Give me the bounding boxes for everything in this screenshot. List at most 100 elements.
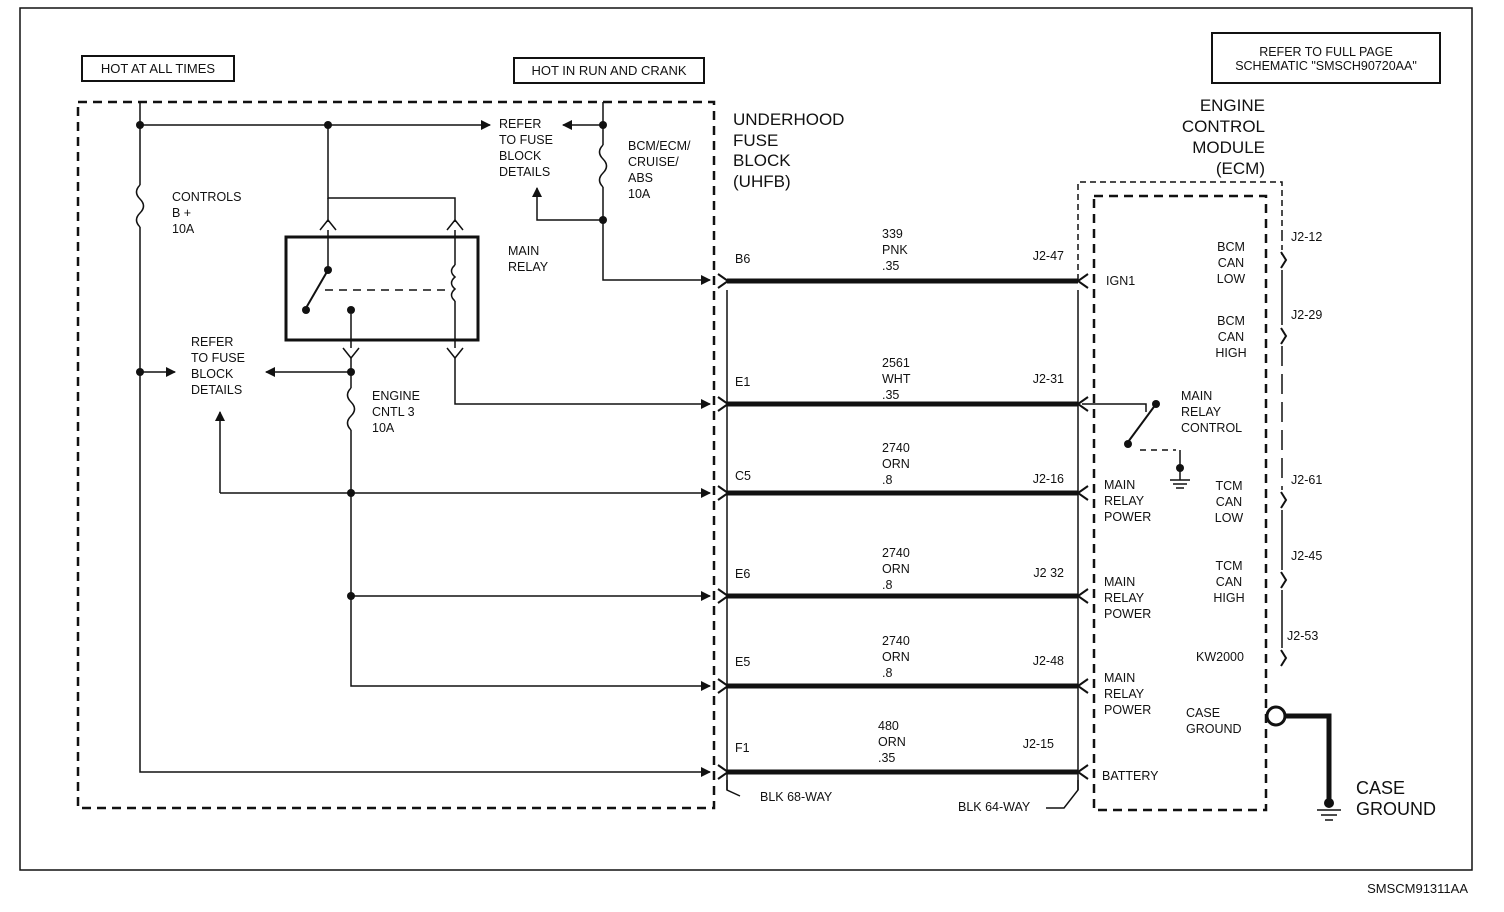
case-ground-label-2: GROUND: [1356, 799, 1436, 819]
outer-frame: [19, 7, 1473, 871]
refer-top-label-3: BLOCK: [499, 149, 542, 163]
relay-control-wire-2: [1096, 403, 1147, 412]
fuse-engine-symbol: [346, 387, 356, 431]
harness-wire-c5: C5 2740 ORN .8 J2-16: [717, 441, 1089, 501]
ecm-pin-ign1: IGN1: [1106, 274, 1135, 288]
wire-f1-gauge: .35: [878, 751, 895, 765]
ecm-tcm-can-high-1: TCM: [1215, 559, 1242, 573]
ecm-connector-outline: [1077, 181, 1283, 280]
hot-in-run-label: HOT IN RUN AND CRANK: [531, 63, 686, 78]
uhfb-boundary: [76, 100, 716, 810]
relay-contact-dot: [302, 306, 310, 314]
ecm-label-2: CONTROL: [1182, 117, 1265, 136]
fuse-bcm-label-2: CRUISE/: [628, 155, 679, 169]
wire-f1-left-pin: F1: [735, 741, 750, 755]
bus-controls-lower: [139, 227, 711, 777]
wire-e5-left-pin: E5: [735, 655, 750, 669]
ecm-pin-e6-1: MAIN: [1104, 575, 1135, 589]
splice-dot: [136, 121, 144, 129]
relay-output-terminals: [342, 347, 464, 360]
refer-top-label-2: TO FUSE: [499, 133, 553, 147]
relay-contact-dot: [347, 306, 355, 314]
pin-j2-29: J2-29: [1291, 308, 1322, 322]
ecm-tcm-can-low-3: LOW: [1215, 511, 1244, 525]
main-relay-label-1: MAIN: [508, 244, 539, 258]
relay-control-switch: [1127, 403, 1157, 443]
fuse-bcm-label-4: 10A: [628, 187, 651, 201]
fuse-controls-label-3: 10A: [172, 222, 195, 236]
wire-e5-gauge: .8: [882, 666, 892, 680]
refer-bcm-arrow: [532, 187, 603, 221]
relay-input-terminals: [319, 218, 464, 231]
ground-icon: [1317, 809, 1341, 821]
pin-j2-45: J2-45: [1291, 549, 1322, 563]
wire-b6-feed: [602, 187, 711, 285]
pin-j2-61: J2-61: [1291, 473, 1322, 487]
refer-top-label-4: DETAILS: [499, 165, 550, 179]
uhfb-label-3: BLOCK: [733, 151, 791, 170]
wire-f1-color: ORN: [878, 735, 906, 749]
wire-e5-right-pin: J2-48: [1033, 654, 1064, 668]
relay-feed-wire: [327, 125, 456, 222]
case-ground-label-1: CASE: [1356, 778, 1405, 798]
wire-b6-left-pin: B6: [735, 252, 750, 266]
wire-b6-gauge: .35: [882, 259, 899, 273]
connector-64-bracket: [1046, 780, 1079, 809]
ecm-label-3: MODULE: [1192, 138, 1265, 157]
ecm-pin-c5-1: MAIN: [1104, 478, 1135, 492]
hot-in-run-box: [513, 57, 705, 84]
refer-left-label-1: REFER: [191, 335, 233, 349]
ecm-bcm-can-low-2: CAN: [1218, 256, 1244, 270]
figure-id: SMSCM91311AA: [1367, 881, 1468, 896]
wire-c5-circuit: 2740: [882, 441, 910, 455]
pin-j2-12: J2-12: [1291, 230, 1322, 244]
wire-e6-color: ORN: [882, 562, 910, 576]
refer-left-label-4: DETAILS: [191, 383, 242, 397]
uhfb-label-1: UNDERHOOD: [733, 110, 844, 129]
pin-chevron: [1280, 649, 1288, 667]
ecm-ground-icon: [1170, 450, 1190, 489]
connector-68-bracket: [726, 780, 741, 797]
uhfb-label-2: FUSE: [733, 131, 778, 150]
relay-coil: [450, 264, 457, 302]
wire-e5-circuit: 2740: [882, 634, 910, 648]
fuse-engine-label-2: CNTL 3: [372, 405, 415, 419]
ecm-kw2000: KW2000: [1196, 650, 1244, 664]
refer-full-page-box: [1211, 32, 1441, 84]
case-ground-terminal: [1265, 705, 1287, 727]
ecm-bcm-can-low-3: LOW: [1217, 272, 1246, 286]
refer-top-label-1: REFER: [499, 117, 541, 131]
fuse-controls-label-1: CONTROLS: [172, 190, 241, 204]
ecm-pin-e5-1: MAIN: [1104, 671, 1135, 685]
main-relay-box: [284, 235, 480, 342]
ecm-pin-e6-2: RELAY: [1104, 591, 1145, 605]
hot-at-all-times-box: [81, 55, 235, 82]
main-relay-label-2: RELAY: [508, 260, 549, 274]
ecm-label-1: ENGINE: [1200, 96, 1265, 115]
wire-c5-gauge: .8: [882, 473, 892, 487]
ecm-pin-e5-2: RELAY: [1104, 687, 1145, 701]
relay-control-label-1: MAIN: [1181, 389, 1212, 403]
uhfb-label-4: (UHFB): [733, 172, 791, 191]
blk64-label: BLK 64-WAY: [958, 800, 1031, 814]
ecm-case-ground-1: CASE: [1186, 706, 1220, 720]
wire-c5-left-pin: C5: [735, 469, 751, 483]
wire-e6-gauge: .8: [882, 578, 892, 592]
refer-left-label-3: BLOCK: [191, 367, 234, 381]
wire-b6-right-pin: J2-47: [1033, 249, 1064, 263]
ecm-bcm-can-high-3: HIGH: [1215, 346, 1246, 360]
pin-chevron: [1280, 571, 1288, 589]
bus-top-arrow: [139, 102, 491, 130]
wire-b6-color: PNK: [882, 243, 908, 257]
ecm-pin-c5-3: POWER: [1104, 510, 1151, 524]
switch-contact: [1124, 440, 1132, 448]
relay-control-label-3: CONTROL: [1181, 421, 1242, 435]
ecm-boundary: [1092, 194, 1268, 812]
ecm-bcm-can-low-1: BCM: [1217, 240, 1245, 254]
hot-at-all-times-label: HOT AT ALL TIMES: [101, 61, 215, 76]
wire-e1-color: WHT: [882, 372, 911, 386]
harness-wire-b6: B6 339 PNK .35 J2-47: [717, 227, 1089, 289]
ground-point: [1324, 798, 1334, 808]
